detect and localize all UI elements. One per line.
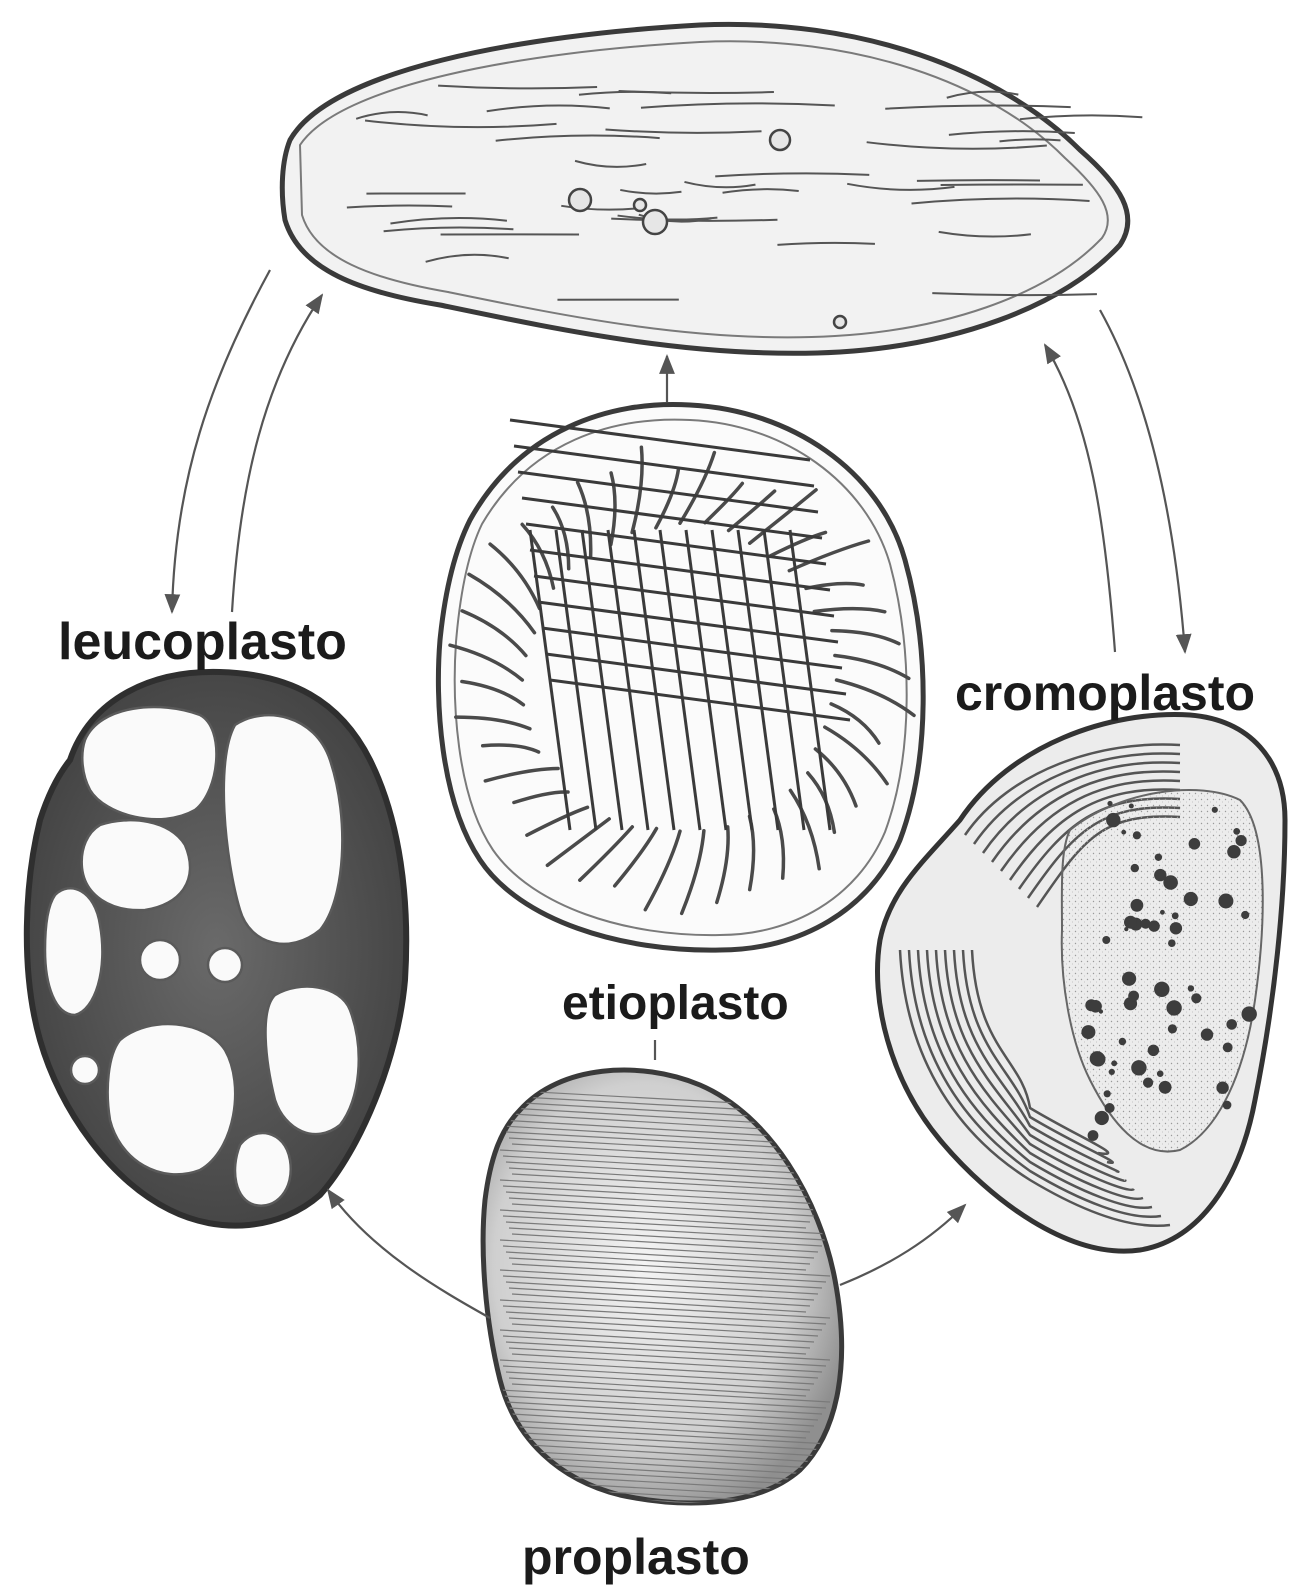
- proplastid-illustration: [483, 1070, 841, 1522]
- etioplast-label: etioplasto: [562, 980, 789, 1028]
- lamella-stroke: [917, 180, 1040, 181]
- chromoplast-illustration: [878, 715, 1286, 1252]
- etioplast-illustration: [438, 404, 923, 950]
- proplastid-label: proplasto: [522, 1532, 750, 1582]
- leucoplast-label: leucoplasto: [58, 616, 347, 668]
- leucoplast-illustration: [27, 672, 406, 1226]
- chromoplast-label: cromoplasto: [955, 668, 1255, 718]
- chloroplast-illustration: [282, 24, 1142, 353]
